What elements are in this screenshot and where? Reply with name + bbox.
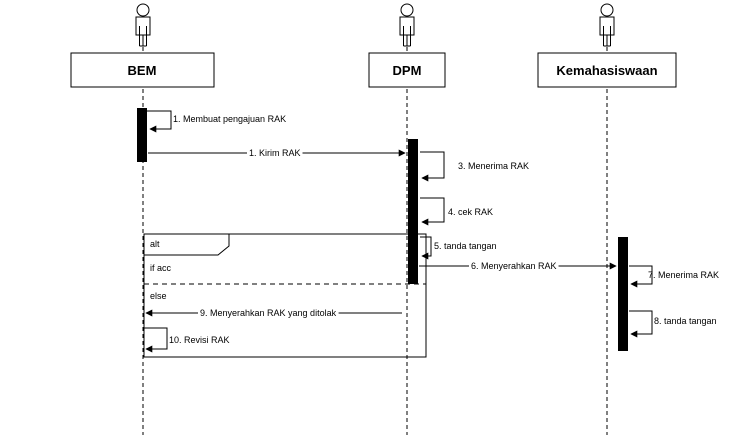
actor-label-dpm: DPM — [393, 63, 422, 78]
actor-box-dpm — [368, 52, 446, 88]
activation-bar-kemahasiswaan — [618, 237, 628, 351]
activation-bar-bem — [137, 108, 147, 162]
actor-figure-dpm — [399, 3, 415, 47]
actor-figure-kemahasiswaan — [599, 3, 615, 47]
message-label-9-background — [198, 307, 339, 319]
message-label-6-background — [469, 260, 559, 272]
message-label-10: 10. Revisi RAK — [169, 335, 230, 345]
message-label-2-background — [247, 147, 303, 159]
actor-label-kemahasiswaan: Kemahasiswaan — [556, 63, 657, 78]
message-arrow-10 — [144, 327, 168, 353]
message-label-6: 6. Menyerahkan RAK — [471, 261, 557, 271]
message-label-4: 4. cek RAK — [448, 207, 493, 217]
alt-fragment-keyword: alt — [150, 239, 160, 249]
message-label-1: 1. Membuat pengajuan RAK — [173, 114, 286, 124]
alt-guard-if-acc: if acc — [150, 263, 172, 273]
message-label-2: 1. Kirim RAK — [249, 148, 301, 158]
alt-fragment — [143, 233, 427, 358]
message-label-9: 9. Menyerahkan RAK yang ditolak — [200, 308, 337, 318]
message-arrow-7 — [629, 265, 653, 288]
message-arrow-3 — [420, 151, 445, 182]
message-label-5: 5. tanda tangan — [434, 241, 497, 251]
message-arrow-1 — [146, 110, 172, 133]
actor-label-bem: BEM — [128, 63, 157, 78]
actor-box-kemahasiswaan — [537, 52, 677, 88]
message-arrow-4 — [420, 197, 445, 226]
actor-figure-bem — [135, 3, 151, 47]
message-label-7: 7. Menerima RAK — [648, 270, 719, 280]
alt-fragment-tab — [144, 233, 230, 256]
activation-bar-dpm — [408, 139, 418, 284]
message-arrow-8 — [629, 310, 653, 338]
actor-box-bem — [70, 52, 215, 88]
alt-guard-else: else — [150, 291, 167, 301]
message-arrow-5 — [420, 236, 432, 260]
message-label-3: 3. Menerima RAK — [458, 161, 529, 171]
message-label-8: 8. tanda tangan — [654, 316, 717, 326]
